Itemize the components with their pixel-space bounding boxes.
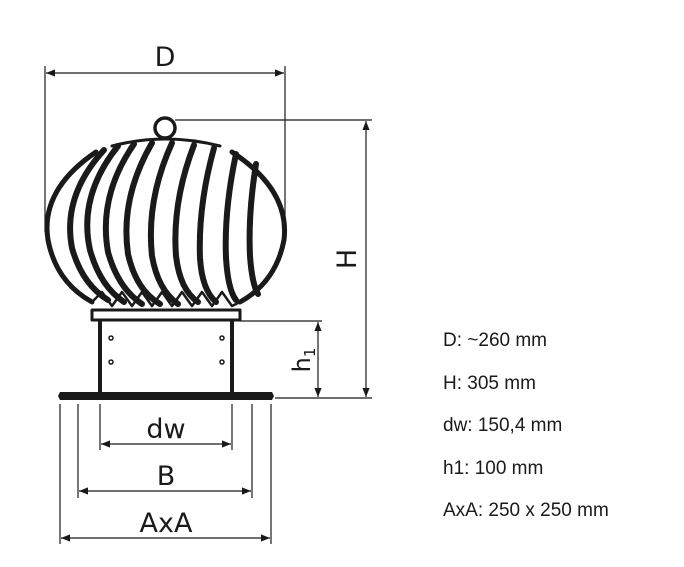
label-h1: h1 (288, 348, 319, 373)
vane-tips (90, 290, 242, 308)
top-cap (110, 137, 222, 148)
specs-list: D: ~260 mm H: 305 mm dw: 150,4 mm h1: 10… (443, 327, 609, 540)
label-h1-sub: 1 (301, 348, 319, 358)
turbine-head (44, 116, 288, 322)
base-plate (58, 392, 274, 400)
label-AxA: AxA (140, 508, 193, 539)
neck-tube (98, 320, 234, 392)
spec-AxA: AxA: 250 x 250 mm (443, 500, 609, 521)
spec-dw: dw: 150,4 mm (443, 415, 563, 436)
outer-profile (44, 149, 288, 305)
label-h1-base: h (288, 357, 316, 372)
spec-D: D: ~260 mm (443, 330, 548, 351)
label-B: B (157, 461, 176, 492)
bottom-ring (90, 308, 242, 322)
vanes (67, 140, 261, 307)
label-dw: dw (146, 414, 185, 445)
spec-h1: h1: 100 mm (443, 457, 544, 479)
dimension-lines (44, 66, 372, 544)
label-H: H (332, 249, 363, 269)
label-D: D (155, 42, 176, 73)
hanging-ring (153, 116, 177, 140)
spec-H: H: 305 mm (443, 372, 536, 394)
